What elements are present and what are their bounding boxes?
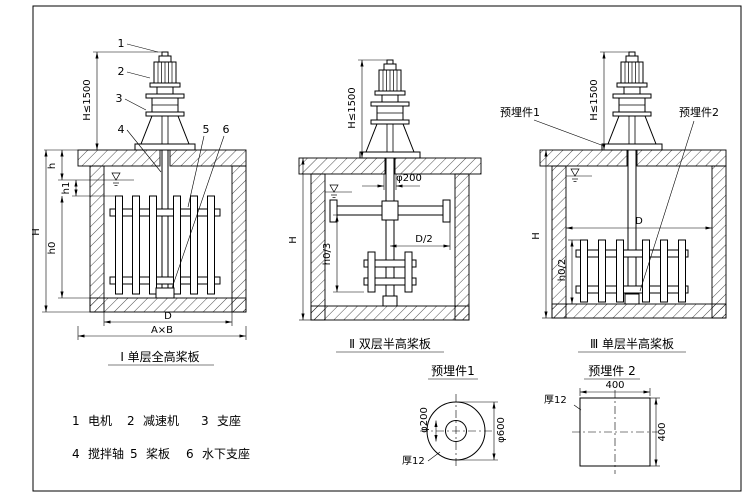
dim-h0: h0 xyxy=(47,242,58,255)
figure-1-single-layer-full-height: 1 2 3 4 5 6 H≤1500 h h1 h0 H xyxy=(31,37,247,366)
dim-thickness-1: 厚12 xyxy=(402,455,425,467)
legend-num-1: 1 xyxy=(72,414,80,428)
figure-2-caption: Ⅱ 双层半高桨板 xyxy=(349,336,431,351)
figure-3-caption: Ⅲ 单层半高桨板 xyxy=(590,336,674,351)
legend-num-4: 4 xyxy=(72,447,80,461)
fig1-callouts: 1 2 3 4 5 6 xyxy=(116,37,230,289)
legend-label-underwater-support: 水下支座 xyxy=(202,446,250,461)
fig3-dimensions: H≤1500 H D h0/2 xyxy=(531,51,712,319)
paddle-assembly-lower xyxy=(363,251,417,293)
legend-num-5: 5 xyxy=(130,447,138,461)
motor-reducer-assembly xyxy=(601,51,663,151)
dim-AxB: A×B xyxy=(151,325,173,336)
dim-thickness-2: 厚12 xyxy=(544,394,567,406)
paddle-assembly-half-height xyxy=(575,239,689,303)
legend-label-motor: 电机 xyxy=(88,414,112,428)
dim-h1: h1 xyxy=(61,182,72,195)
dim-motor-height: H≤1500 xyxy=(589,79,600,120)
figure-2-double-layer: H≤1500 H φ200 D/2 h0/3 Ⅱ 双层半高桨板 xyxy=(288,59,482,353)
detail-embed-part-1: 预埋件1 φ200 φ600 厚12 xyxy=(402,364,507,468)
underwater-support xyxy=(624,293,640,305)
dim-H: H xyxy=(31,228,42,236)
dim-phi200: φ200 xyxy=(396,173,422,184)
agitator-shaft xyxy=(161,149,169,289)
legend-num-2: 2 xyxy=(127,414,135,428)
paddle-assembly-full-height xyxy=(109,195,221,295)
paddle-assembly-upper xyxy=(329,199,451,223)
water-level-icon xyxy=(329,184,339,198)
dim-D: D xyxy=(635,216,643,227)
dim-motor-height: H≤1500 xyxy=(82,79,93,120)
drawing-border xyxy=(32,5,742,492)
fig2-dimensions: H≤1500 H φ200 D/2 h0/3 xyxy=(288,59,451,321)
embed-part-1-label: 预埋件1 xyxy=(500,106,540,119)
dim-h: h xyxy=(47,163,58,169)
figure-1-caption: Ⅰ 单层全高桨板 xyxy=(120,349,199,364)
figure-3-single-layer-half-height: 预埋件1 预埋件2 H≤1500 H D h0/2 Ⅲ 单层半高桨板 xyxy=(500,51,727,353)
dim-outer-diameter: φ600 xyxy=(496,417,507,443)
detail-embed-part-2: 预埋件 2 400 400 厚12 xyxy=(544,364,668,474)
legend-num-6: 6 xyxy=(186,447,194,461)
motor-reducer-assembly xyxy=(359,59,421,159)
motor-reducer-assembly xyxy=(134,51,196,151)
underwater-support xyxy=(155,287,175,299)
agitator-shaft xyxy=(385,157,395,299)
water-level-icon xyxy=(111,172,121,186)
dim-width-400: 400 xyxy=(605,380,624,391)
dim-H: H xyxy=(531,232,542,240)
legend: 1 电机 2 减速机 3 支座 4 搅拌轴 5 桨板 6 水下支座 xyxy=(72,413,250,461)
dim-h0-half: h0/2 xyxy=(557,259,568,281)
dim-H: H xyxy=(288,236,299,244)
callout-5-paddle: 5 xyxy=(203,123,210,136)
fig1-dimensions: H≤1500 h h1 h0 H D A×B xyxy=(31,51,247,340)
callout-6-underwater-support: 6 xyxy=(223,123,230,136)
embed-part-2-label: 预埋件2 xyxy=(679,106,719,119)
dim-inner-diameter: φ200 xyxy=(419,407,430,433)
dim-height-400: 400 xyxy=(657,422,668,441)
legend-label-paddle: 桨板 xyxy=(146,447,170,461)
callout-1-motor: 1 xyxy=(118,37,125,50)
callout-2-reducer: 2 xyxy=(118,65,125,78)
underwater-support xyxy=(382,295,398,307)
dim-motor-height: H≤1500 xyxy=(347,87,358,128)
callout-3-support: 3 xyxy=(116,92,123,105)
legend-label-support: 支座 xyxy=(217,413,241,428)
detail-2-title: 预埋件 2 xyxy=(588,364,635,378)
detail-1-title: 预埋件1 xyxy=(431,364,475,378)
dim-h0-third: h0/3 xyxy=(322,243,333,265)
fig3-embed-labels: 预埋件1 预埋件2 xyxy=(500,106,719,292)
dim-D-half: D/2 xyxy=(415,234,432,245)
legend-label-shaft: 搅拌轴 xyxy=(88,446,124,461)
water-level-icon xyxy=(570,168,580,182)
dim-D: D xyxy=(164,311,172,322)
callout-4-shaft: 4 xyxy=(118,123,125,136)
legend-label-reducer: 减速机 xyxy=(143,414,179,428)
legend-num-3: 3 xyxy=(201,414,209,428)
